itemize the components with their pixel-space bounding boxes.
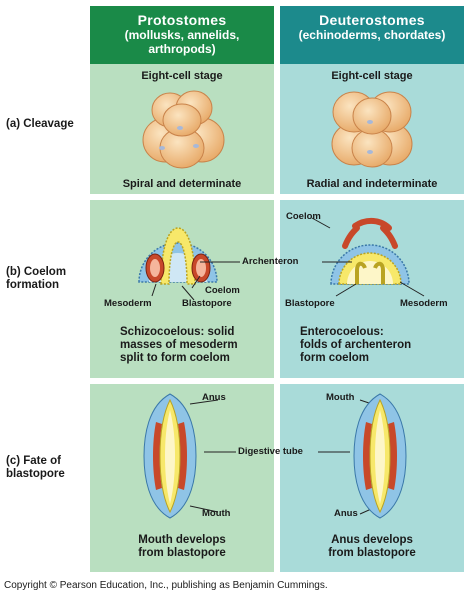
stage-label-right: Eight-cell stage	[331, 70, 413, 82]
label-blastopore-right: Blastopore	[285, 298, 335, 309]
copyright-notice: Copyright © Pearson Education, Inc., pub…	[4, 580, 328, 591]
schizocoelous-embryo	[138, 227, 218, 285]
protostomes-subtitle: (mollusks, annelids, arthropods)	[124, 28, 240, 56]
spiral-eight-cell-embryo	[142, 90, 225, 169]
protostome-gut-embryo	[143, 393, 197, 519]
radial-eight-cell-embryo	[331, 91, 413, 168]
label-anus-left: Anus	[202, 392, 226, 403]
deuterostomes-subtitle: (echinoderms, chordates)	[298, 28, 446, 42]
row-label-cleavage: (a) Cleavage	[6, 118, 74, 130]
label-digestive-tube: Digestive tube	[238, 446, 303, 457]
deuterostome-gut-embryo	[353, 393, 407, 519]
stage-label-left: Eight-cell stage	[141, 70, 223, 82]
label-mouth-left: Mouth	[202, 508, 231, 519]
label-coelom-left: Coelom	[205, 285, 240, 296]
row-label-coelom: (b) Coelom formation	[6, 266, 67, 291]
row-label-fate: (c) Fate of blastopore	[6, 455, 65, 480]
header-protostomes: Protostomes (mollusks, annelids, arthrop…	[90, 6, 274, 64]
deuterostomes-title: Deuterostomes	[319, 12, 425, 28]
label-coelom-right: Coelom	[286, 211, 321, 222]
panel-coelom-deuterostome	[280, 200, 464, 378]
label-anus-right: Anus	[334, 508, 358, 519]
cleavage-caption-right: Radial and indeterminate	[306, 178, 438, 190]
enterocoelous-embryo	[330, 218, 410, 285]
label-mouth-right: Mouth	[326, 392, 355, 403]
fate-caption-right: Anus develops from blastopore	[328, 534, 416, 559]
coelom-caption-right: Enterocoelous: folds of archenteron form…	[300, 326, 412, 364]
label-mesoderm-right: Mesoderm	[400, 298, 448, 309]
header-deuterostomes: Deuterostomes (echinoderms, chordates)	[280, 6, 464, 64]
protostomes-title: Protostomes	[137, 12, 227, 28]
cleavage-caption-left: Spiral and determinate	[122, 178, 242, 190]
coelom-caption-left: Schizocoelous: solid masses of mesoderm …	[120, 326, 238, 364]
label-mesoderm-left: Mesoderm	[104, 298, 152, 309]
label-archenteron: Archenteron	[242, 256, 299, 267]
fate-caption-left: Mouth develops from blastopore	[138, 534, 226, 559]
label-blastopore-left: Blastopore	[182, 298, 232, 309]
